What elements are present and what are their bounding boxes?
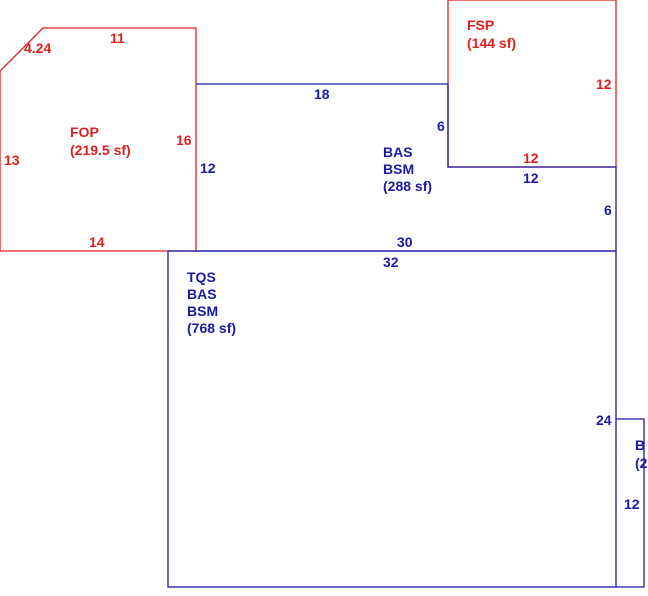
main-area-code-1: TQS <box>187 269 216 285</box>
fop-dim-top: 11 <box>110 30 125 46</box>
fop-dim-diag: 4.24 <box>24 40 51 56</box>
side-area-outline <box>616 418 645 588</box>
main-area-size: (768 sf) <box>187 320 236 336</box>
main-dim-top: 32 <box>383 254 399 270</box>
main-area-code-2: BAS <box>187 286 217 302</box>
fsp-area: (144 sf) <box>467 35 516 51</box>
fop-area: (219.5 sf) <box>70 142 131 158</box>
upper-dim-bottom: 30 <box>397 234 413 250</box>
upper-dim-step: 6 <box>437 118 445 134</box>
fop-outline <box>0 27 197 252</box>
side-dim-left: 12 <box>624 496 640 512</box>
upper-area-size: (288 sf) <box>383 178 432 194</box>
main-area-code-3: BSM <box>187 303 218 319</box>
fsp-dim-right: 12 <box>596 76 612 92</box>
upper-dim-left: 12 <box>200 160 216 176</box>
upper-dim-step-bottom: 12 <box>523 170 539 186</box>
upper-area-code-2: BSM <box>383 161 414 177</box>
fsp-name: FSP <box>467 17 494 33</box>
side-area-code: B <box>635 437 645 453</box>
fop-dim-right: 16 <box>176 132 192 148</box>
main-dim-right: 24 <box>596 412 612 428</box>
fop-dim-left: 13 <box>4 152 20 168</box>
upper-dim-right: 6 <box>604 202 612 218</box>
fop-name: FOP <box>70 124 99 140</box>
fsp-dim-bottom: 12 <box>523 150 539 166</box>
upper-dim-top: 18 <box>314 86 330 102</box>
upper-area-code-1: BAS <box>383 144 413 160</box>
side-area-size: (2 <box>635 455 648 471</box>
fop-dim-bottom: 14 <box>89 234 105 250</box>
main-area-outline <box>167 250 617 588</box>
